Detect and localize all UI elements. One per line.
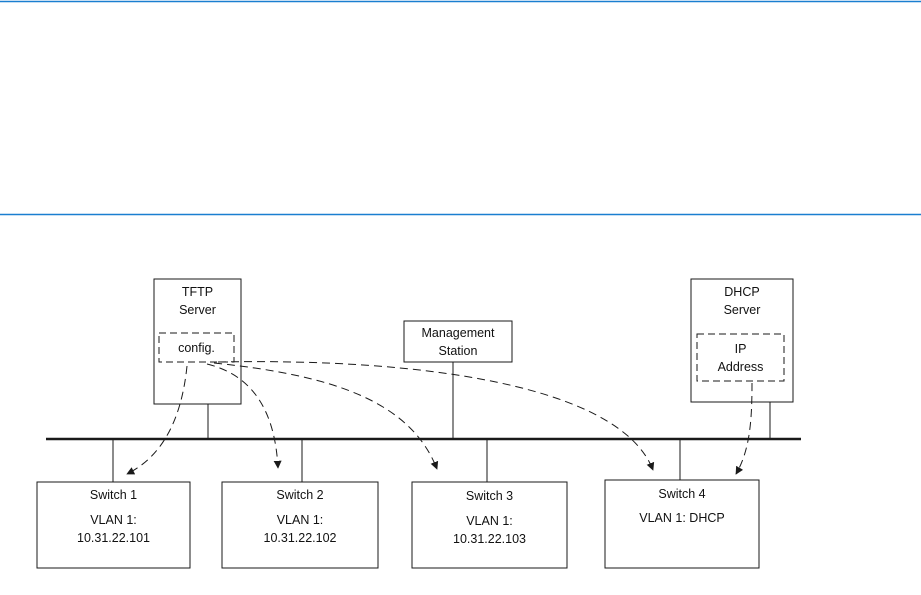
- switch-4-name: Switch 4: [658, 487, 705, 501]
- switch-4-vlan: VLAN 1: DHCP: [639, 511, 724, 525]
- mgmt-label-line1: Management: [422, 326, 495, 340]
- config-arrow-switch-4: [217, 361, 655, 471]
- config-arrow-switch-1: [126, 365, 188, 475]
- switch-3-ip: 10.31.22.103: [453, 532, 526, 546]
- switch-1: Switch 1 VLAN 1: 10.31.22.101: [36, 439, 191, 569]
- switch-1-vlan: VLAN 1:: [90, 513, 137, 527]
- switch-2-name: Switch 2: [276, 488, 323, 502]
- config-arrow-switch-2: [206, 363, 282, 469]
- ip-address-box: [696, 333, 785, 382]
- switch-2: Switch 2 VLAN 1: 10.31.22.102: [221, 439, 379, 569]
- tftp-label-line1: TFTP: [182, 285, 213, 299]
- dhcp-server: DHCP Server IP Address: [690, 278, 794, 439]
- ip-address-label-line1: IP: [735, 342, 747, 356]
- switch-3: Switch 3 VLAN 1: 10.31.22.103: [411, 439, 568, 569]
- switch-1-name: Switch 1: [90, 488, 137, 502]
- switch-1-ip: 10.31.22.101: [77, 531, 150, 545]
- config-file-box: [158, 332, 235, 363]
- switch-2-ip: 10.31.22.102: [264, 531, 337, 545]
- tftp-server: TFTP Server config.: [153, 278, 242, 439]
- ip-address-label-line2: Address: [718, 360, 764, 374]
- switch-3-vlan: VLAN 1:: [466, 514, 513, 528]
- mgmt-label-line2: Station: [439, 344, 478, 358]
- switch-4: Switch 4 VLAN 1: DHCP: [604, 439, 760, 569]
- switch-3-name: Switch 3: [466, 489, 513, 503]
- switch-2-vlan: VLAN 1:: [277, 513, 324, 527]
- config-arrow-switch-3: [213, 362, 439, 470]
- dhcp-arrow-switch-4: [735, 382, 753, 475]
- tftp-label-line2: Server: [179, 303, 216, 317]
- dhcp-label-line2: Server: [724, 303, 761, 317]
- config-file-label: config.: [178, 341, 215, 355]
- dhcp-label-line1: DHCP: [724, 285, 759, 299]
- management-station: Management Station: [403, 320, 513, 439]
